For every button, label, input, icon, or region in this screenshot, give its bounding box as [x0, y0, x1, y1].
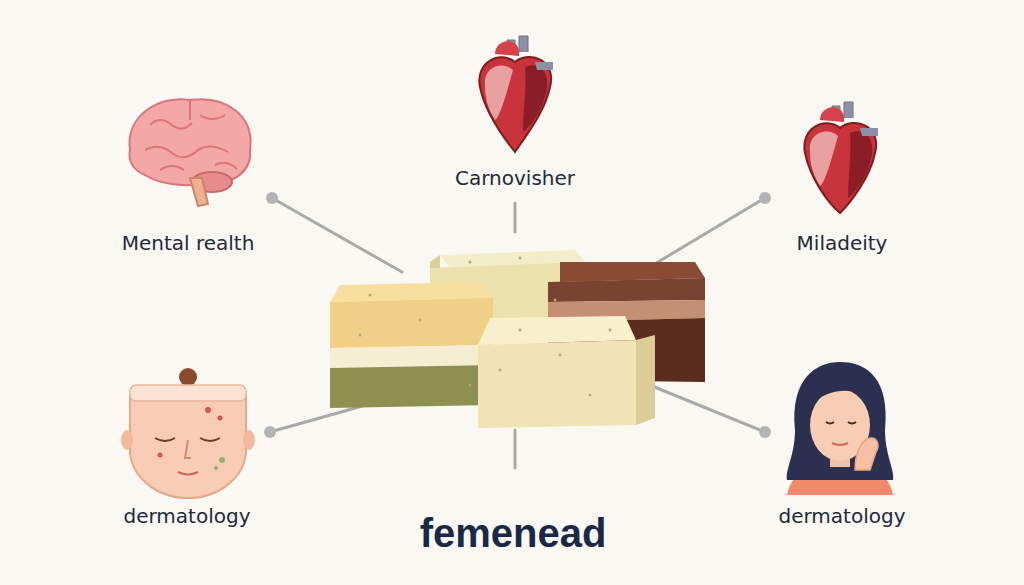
brain-icon: [130, 99, 251, 206]
leader-dots: [264, 192, 771, 438]
food-blocks: [330, 250, 705, 428]
topic-label: Mental realth: [122, 231, 255, 255]
topic-label: Miladeity: [797, 231, 888, 255]
woman-icon: [787, 362, 894, 495]
heart-icon: [804, 102, 878, 213]
diagram-title: femenead: [420, 511, 607, 556]
topic-label: dermatology: [123, 504, 250, 528]
heart-icon: [479, 36, 553, 152]
topic-label: Carnovisher: [455, 166, 575, 190]
topic-label: dermatology: [778, 504, 905, 528]
skin-face-icon: [121, 368, 255, 498]
leader-lines: [270, 198, 765, 468]
